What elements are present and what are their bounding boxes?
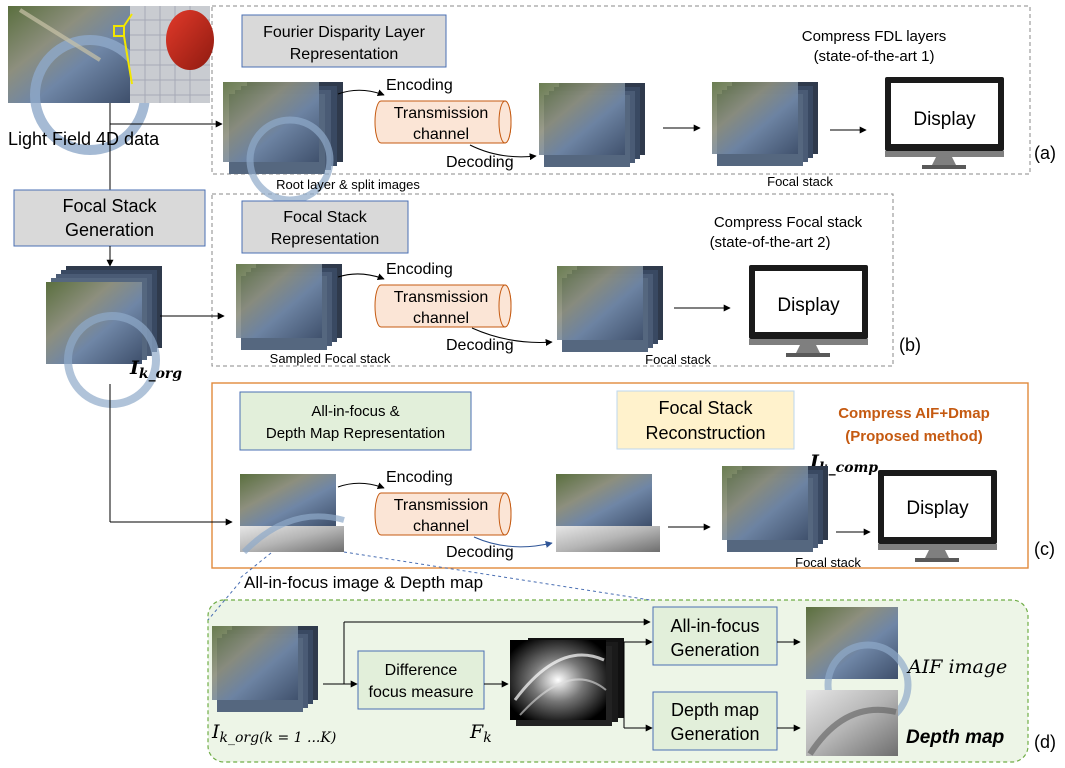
panel-c-rep-label-1: All-in-focus & (311, 403, 399, 420)
panel-c-title-2: (Proposed method) (845, 428, 983, 445)
panel-b-channel-label-1: Transmission (394, 289, 489, 306)
panel-d-depth-gen-label-1: Depth map (671, 700, 759, 720)
panel-d-input-label: Ik_org(k = 1 ...K) (211, 721, 336, 746)
panel-b-rep-label-1: Focal Stack (283, 209, 368, 226)
panel-c-channel-label-1: Transmission (394, 497, 489, 514)
panel-c-output-caption: Focal stack (795, 555, 861, 570)
panel-d-dfm-label-2: focus measure (369, 684, 474, 701)
panel-c-encoding-label: Encoding (386, 469, 453, 486)
panel-d-aif-image-label: AIF image (906, 656, 1007, 678)
panel-b-representation-box (241, 200, 409, 254)
focal-stack-generation-box (13, 189, 206, 247)
panel-d-aif-gen-label-1: All-in-focus (670, 616, 759, 636)
panel-d-fk-stack (510, 638, 624, 726)
panel-a-encoding-arrow (337, 89, 385, 97)
panel-b-tag: (b) (899, 335, 921, 355)
panel-b-encoding-arrow (337, 273, 385, 281)
panel-c-representation-box (239, 391, 472, 451)
i-k-org-label: Ik_org (129, 357, 182, 382)
panel-b-encoding-label: Encoding (386, 261, 453, 278)
panel-b-channel-label-2: channel (413, 310, 469, 327)
panel-c-recon-label-1: Focal Stack (658, 398, 753, 418)
panel-c-decoded-pair (556, 474, 660, 552)
panel-a-rep-label-2: Representation (290, 46, 399, 63)
panel-c-rep-label-2: Depth Map Representation (266, 425, 445, 442)
panel-c-monitor (878, 470, 997, 562)
panel-c-reconstruction-box (616, 390, 795, 450)
panel-a-title-2: (state-of-the-art 1) (814, 48, 935, 65)
panel-c-tag: (c) (1034, 539, 1055, 559)
panel-c-aif-depth-pair (240, 474, 345, 555)
focal-stack-generation-label-2: Generation (65, 220, 154, 240)
panel-a-channel-label-1: Transmission (394, 105, 489, 122)
panel-d-tag: (d) (1034, 732, 1056, 752)
panel-d-depth-map-label: Depth map (906, 727, 1004, 748)
panel-c-zoom-line-right (343, 551, 651, 601)
panel-a-focal-stack (712, 82, 818, 166)
panel-d-input-stack (212, 626, 318, 712)
panel-d-depth-gen-label-2: Generation (670, 724, 759, 744)
panel-a-channel-label-2: channel (413, 126, 469, 143)
panel-b-border (211, 193, 894, 367)
panel-b-decoding-arrow (471, 327, 553, 346)
original-focal-stack (46, 266, 162, 408)
panel-a-border (211, 5, 1031, 175)
panel-d-dfm-label-1: Difference (385, 662, 458, 679)
panel-a-output-caption: Focal stack (767, 174, 833, 189)
panel-d-aif-generation-box (652, 606, 778, 666)
panel-b-input-stack (236, 264, 342, 350)
panel-d-dfm-box (357, 650, 485, 710)
panel-c-channel-cylinder (374, 492, 512, 536)
panel-c-border (211, 382, 1029, 569)
panel-a-encoding-label: Encoding (386, 77, 453, 94)
panel-b-decoded-stack (557, 266, 663, 352)
panel-c-display-label: Display (906, 498, 969, 519)
panel-a-input-caption: Root layer & split images (276, 177, 420, 192)
panel-d-aif-gen-label-2: Generation (670, 640, 759, 660)
light-field-image (8, 6, 214, 155)
panel-d-fk-label: Fk (469, 721, 492, 746)
panel-c-caption-link (239, 552, 272, 579)
panel-a-display-label: Display (913, 109, 976, 130)
panel-b-rep-label-2: Representation (271, 231, 380, 248)
panel-a-decoding-arrow (469, 144, 537, 161)
panel-b-decoding-label: Decoding (446, 337, 514, 354)
panel-d-depth-map-image (806, 690, 898, 756)
panel-c-channel-label-2: channel (413, 518, 469, 535)
panel-c-title-1: Compress AIF+Dmap (838, 405, 990, 422)
panel-c-decoding-arrow (473, 536, 553, 548)
panel-c-decoding-label: Decoding (446, 544, 514, 561)
panel-a-title-1: Compress FDL layers (802, 28, 946, 45)
panel-b-display-label: Display (777, 295, 840, 316)
panel-c-aif-caption: All-in-focus image & Depth map (244, 573, 483, 592)
focal-stack-generation-label-1: Focal Stack (62, 196, 157, 216)
panel-a-rep-label-1: Fourier Disparity Layer (263, 24, 426, 41)
panel-b-title-2: (state-of-the-art 2) (710, 234, 831, 251)
panel-a-representation-box (241, 14, 447, 68)
panel-a-channel-cylinder (374, 100, 512, 144)
panel-b-input-caption: Sampled Focal stack (270, 351, 391, 366)
i-k-comp-label: Ik_comp (809, 451, 878, 476)
panel-c-encoding-arrow (337, 482, 385, 490)
panel-c-zoom-line-left (207, 581, 241, 621)
panel-a-tag: (a) (1034, 143, 1056, 163)
panel-d-aif-image (806, 607, 912, 729)
panel-b-monitor (749, 265, 868, 357)
panel-b-output-caption: Focal stack (645, 352, 711, 367)
panel-d-depth-generation-box (652, 691, 778, 751)
panel-b-channel-cylinder (374, 284, 512, 328)
panel-a-input-stack (223, 82, 343, 204)
panel-c-focal-stack (722, 466, 828, 552)
light-field-label: Light Field 4D data (8, 129, 160, 149)
panel-a-decoded-stack (539, 83, 645, 167)
panel-a-decoding-label: Decoding (446, 154, 514, 171)
panel-b-title-1: Compress Focal stack (714, 214, 863, 231)
panel-a-monitor (885, 77, 1004, 169)
panel-c-recon-label-2: Reconstruction (645, 423, 765, 443)
